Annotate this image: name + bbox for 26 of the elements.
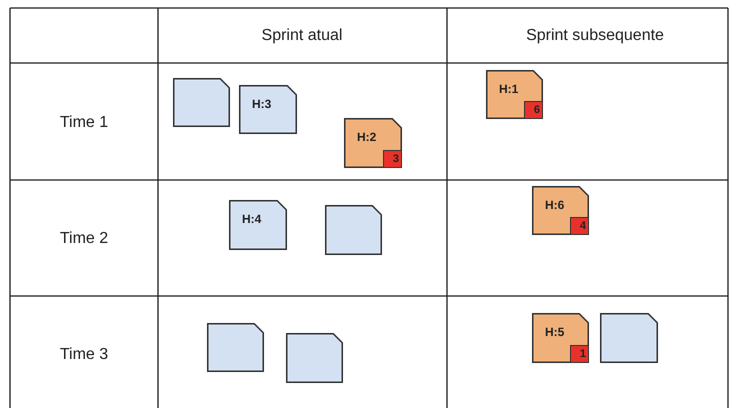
- task-card: [173, 78, 230, 127]
- task-card: [286, 333, 343, 383]
- task-card: [532, 186, 589, 235]
- card-label: H:6: [545, 198, 564, 212]
- column-header: Sprint atual: [262, 27, 342, 45]
- task-card: [239, 85, 297, 134]
- number-badge: 1: [570, 345, 589, 363]
- task-card: [486, 70, 543, 119]
- task-card: [325, 205, 382, 255]
- column-header: Sprint subsequente: [526, 27, 664, 45]
- number-badge: 4: [570, 217, 589, 235]
- card-label: H:3: [252, 97, 272, 111]
- card-label: H:2: [357, 130, 376, 144]
- number-badge: 6: [524, 101, 543, 119]
- row-header: Time 3: [60, 346, 108, 364]
- task-card: [229, 200, 287, 250]
- row-header: Time 2: [60, 230, 108, 248]
- card-label: H:4: [242, 212, 262, 226]
- task-card: [207, 323, 264, 372]
- task-card: [344, 118, 402, 168]
- card-label: H:5: [545, 325, 564, 339]
- number-badge: 3: [383, 150, 402, 168]
- task-card: [600, 313, 658, 363]
- row-header: Time 1: [60, 114, 108, 132]
- task-card: [532, 313, 589, 363]
- card-label: H:1: [499, 82, 518, 96]
